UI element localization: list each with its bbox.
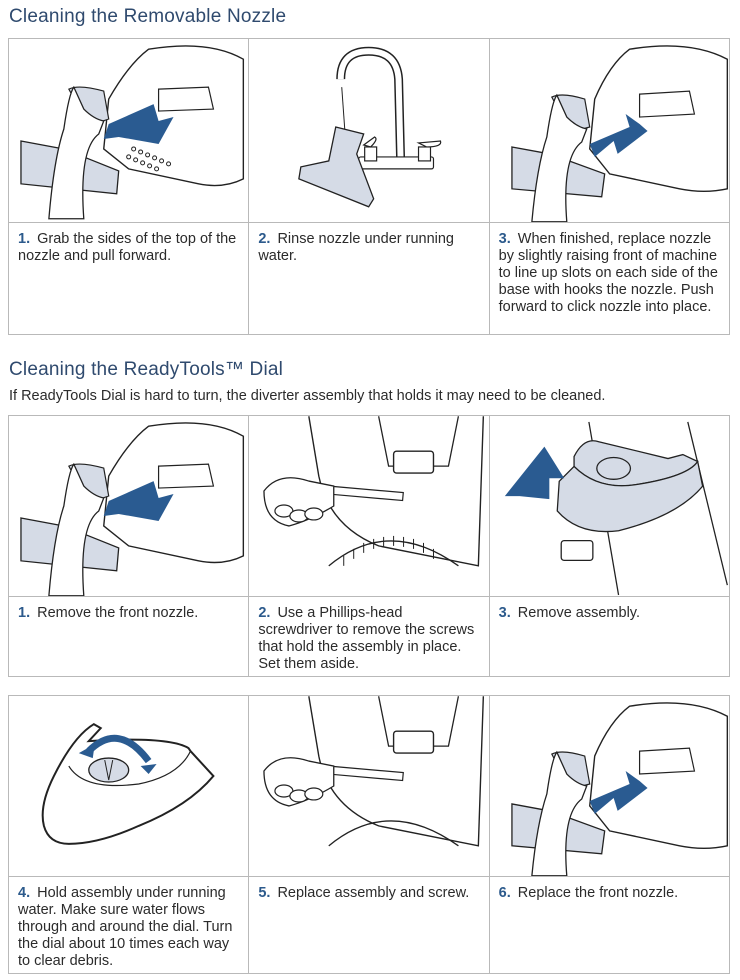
step-number: 2.: [258, 231, 271, 247]
dial-steps-table-1: 1. Remove the front nozzle. 2. Use a Phi…: [8, 415, 730, 677]
dial-step-1-caption: 1. Remove the front nozzle.: [9, 597, 250, 677]
step-text: Grab the sides of the top of the nozzle …: [18, 231, 237, 264]
step-number: 3.: [498, 231, 511, 247]
step-text: Remove the front nozzle.: [37, 605, 199, 621]
nozzle-steps-table: 1. Grab the sides of the top of the nozz…: [8, 38, 730, 335]
rotate-dial-icon: [41, 723, 215, 845]
step-text: Remove assembly.: [517, 605, 640, 621]
step-text: When finished, replace nozzle by slightl…: [498, 231, 718, 315]
illustration-pull-nozzle: [9, 39, 250, 222]
hand-pull-nozzle-icon: [20, 422, 245, 596]
step-number: 5.: [258, 885, 271, 901]
step-text: Hold assembly under running water. Make …: [18, 885, 233, 969]
dial-step-3-caption: 3. Remove assembly.: [490, 597, 729, 677]
illustration-replace-nozzle: [489, 696, 729, 876]
dial-step-5-caption: 5. Replace assembly and screw.: [249, 877, 490, 974]
step-text: Rinse nozzle under running water.: [258, 231, 454, 264]
lift-assembly-icon: [504, 421, 728, 596]
step-number: 1.: [18, 231, 31, 247]
illustration-replace-screws: [249, 696, 490, 876]
hand-push-nozzle-icon: [510, 45, 728, 222]
step-number: 2.: [258, 605, 271, 621]
dial-step-2-caption: 2. Use a Phillips-head screwdriver to re…: [249, 597, 490, 677]
step-number: 6.: [498, 885, 511, 901]
illustration-remove-assembly: [489, 416, 729, 596]
section-title-readytools-dial: Cleaning the ReadyTools™ Dial: [9, 359, 284, 380]
dial-steps-table-2: 4. Hold assembly under running water. Ma…: [8, 695, 730, 974]
step-number: 3.: [498, 605, 511, 621]
step-2-caption: 2. Rinse nozzle under running water.: [249, 223, 490, 335]
step-number: 4.: [18, 885, 31, 901]
illustration-remove-screws: [249, 416, 490, 596]
step-3-caption: 3. When finished, replace nozzle by slig…: [490, 223, 729, 335]
hand-pull-nozzle-icon: [20, 45, 245, 220]
step-1-caption: 1. Grab the sides of the top of the nozz…: [9, 223, 250, 335]
faucet-rinse-icon: [298, 46, 442, 208]
step-text: Replace assembly and screw.: [277, 885, 470, 901]
illustration-remove-nozzle: [9, 416, 250, 596]
step-text: Use a Phillips-head screwdriver to remov…: [258, 605, 475, 672]
illustration-push-nozzle: [489, 39, 729, 222]
illustration-rinse-dial: [9, 696, 250, 876]
section-intro: If ReadyTools Dial is hard to turn, the …: [9, 388, 606, 404]
hand-push-nozzle-icon: [510, 702, 728, 876]
step-text: Replace the front nozzle.: [517, 885, 679, 901]
illustration-faucet-rinse: [249, 39, 490, 222]
screwdriver-icon: [263, 696, 485, 847]
section-title-removable-nozzle: Cleaning the Removable Nozzle: [9, 6, 287, 27]
dial-step-4-caption: 4. Hold assembly under running water. Ma…: [9, 877, 250, 974]
dial-step-6-caption: 6. Replace the front nozzle.: [490, 877, 729, 974]
screwdriver-icon: [263, 416, 485, 567]
step-number: 1.: [18, 605, 31, 621]
